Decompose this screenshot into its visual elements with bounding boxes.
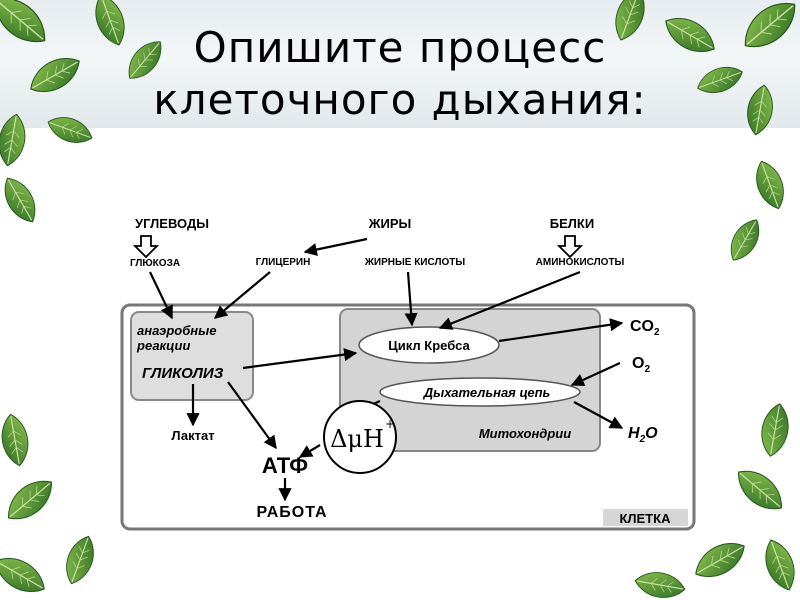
arrow-glycerol-anaerobic [213, 271, 271, 319]
lactate-label: Лактат [171, 428, 214, 443]
respiratory-chain-label: Дыхательная цепь [423, 385, 551, 400]
title-line-2: клеточного дыхания: [153, 75, 647, 124]
title-line-1: Опишите процесс [193, 23, 607, 72]
arrow-amino-acids-krebs [438, 270, 581, 330]
arrow-fatty-acids-krebs [404, 271, 418, 327]
anaerobic-label-1: анаэробные [137, 323, 216, 338]
arrow-gradient-atp [298, 444, 321, 458]
anaerobic-label-2: реакции [136, 338, 190, 353]
co2-label: CO2 [630, 318, 660, 338]
glycerol-label: ГЛИЦЕРИН [256, 257, 311, 268]
carbs-label: УГЛЕВОДЫ [135, 216, 209, 231]
proton-gradient-sup: + [385, 417, 395, 431]
arrow-krebs-co2 [498, 318, 624, 343]
arrow-o2-chain [570, 362, 621, 387]
arrow-glycolysis-atp [227, 381, 277, 450]
hollow-arrow-icon [132, 235, 160, 259]
h2o-label: H2O [628, 425, 658, 445]
respiratory-chain-ellipse [379, 377, 581, 407]
proton-gradient-label: ΔμH [330, 425, 384, 453]
mitochondria-label: Митохондрии [479, 426, 571, 441]
cell-label: КЛЕТКА [620, 511, 672, 526]
arrow-glucose-anaerobic [149, 271, 173, 320]
krebs-cycle-label: Цикл Кребса [388, 338, 470, 353]
work-label: РАБОТА [256, 504, 327, 521]
fatty-acids-label: ЖИРНЫЕ КИСЛОТЫ [364, 257, 466, 268]
atp-label: АТФ [262, 453, 308, 478]
proteins-label: БЕЛКИ [550, 216, 594, 231]
amino-acids-label: АМИНОКИСЛОТЫ [536, 257, 625, 268]
hollow-arrow-icon [556, 235, 584, 259]
arrow-glycolysis-krebs [242, 348, 358, 370]
glycolysis-label: ГЛИКОЛИЗ [142, 365, 224, 382]
proton-gradient-circle [323, 400, 397, 474]
o2-label: O2 [632, 355, 650, 375]
arrow-fats-glycerol [303, 237, 368, 257]
fats-label: ЖИРЫ [368, 216, 412, 231]
pathway-arrows [149, 237, 624, 502]
arrow-chain-h2o [573, 401, 624, 429]
page-title: Опишите процесс клеточного дыхания: [0, 22, 800, 126]
krebs-cycle-ellipse [358, 326, 500, 364]
cell-label-bg [603, 509, 688, 526]
glucose-label: ГЛЮКОЗА [130, 258, 180, 269]
